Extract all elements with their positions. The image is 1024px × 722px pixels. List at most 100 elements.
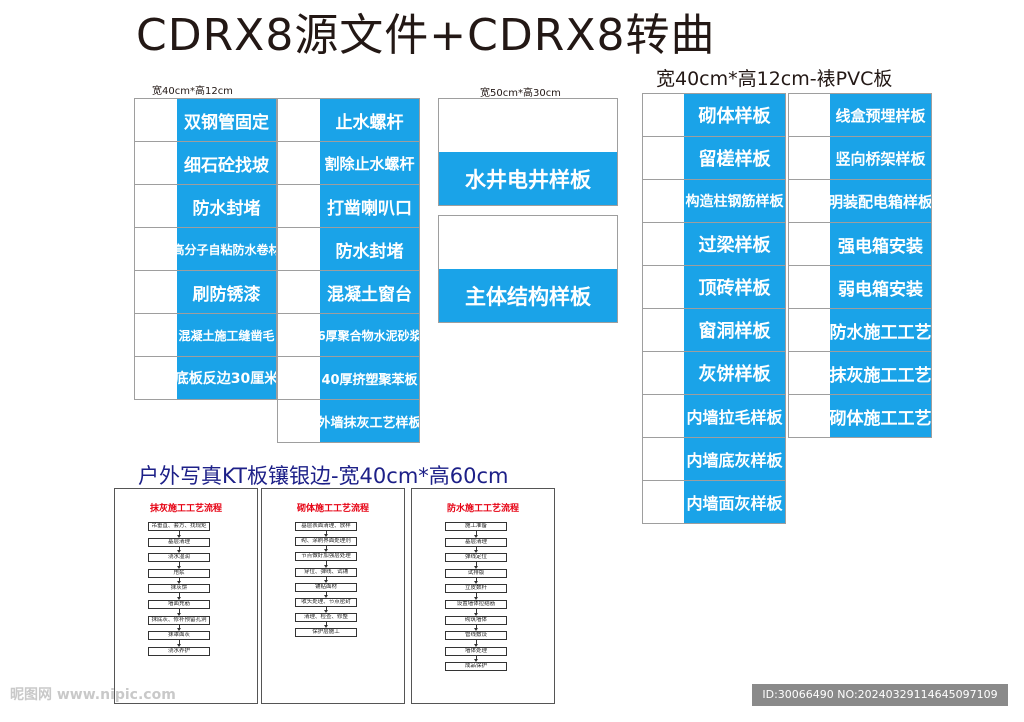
flow-arrow-icon (177, 581, 181, 585)
sign-label: 高分子自粘防水卷材 (177, 228, 276, 270)
sign-label: 砌体样板 (684, 94, 785, 136)
flow-arrow-icon (324, 579, 328, 583)
sign-cell: 外墙抹灰工艺样板 (277, 399, 420, 443)
sign-label: 强电箱安装 (830, 223, 931, 265)
sign-cell: 刷防锈漆 (134, 270, 277, 314)
sign-label: 抹灰施工工艺 (830, 352, 931, 394)
flow-connector (179, 609, 180, 613)
sign-label: 外墙抹灰工艺样板 (320, 400, 419, 442)
sign-label: 割除止水螺杆 (320, 142, 419, 184)
sign-cell: 顶砖样板 (642, 265, 786, 309)
sign-label: 过梁样板 (684, 223, 785, 265)
flow-connector (326, 546, 327, 550)
flow-arrow-icon (324, 595, 328, 598)
flow-arrow-icon (474, 643, 478, 647)
flow-arrow-icon (177, 612, 181, 616)
flow-connector (326, 607, 327, 611)
sign-cell: 弱电箱安装 (788, 265, 932, 309)
flow-arrow-icon (177, 565, 181, 569)
sign-label: 内墙面灰样板 (684, 481, 785, 523)
sign-label: 内墙拉毛样板 (684, 395, 785, 437)
sign-label: 砌体施工工艺 (830, 395, 931, 437)
flow-arrow-icon (324, 534, 328, 538)
flow-step: 甩浆 (148, 568, 210, 578)
sign-label: 混凝土施工缝凿毛 (177, 314, 276, 356)
flow-arrow-icon (177, 550, 181, 554)
flow-connector (179, 531, 180, 535)
flow-board: 抹灰施工工艺流程吊垂直、套方、找规矩基层清理浇水湿润甩浆抹灰饼墙面充筋抹底灰、修… (114, 488, 258, 704)
flow-step: 清理、检查、修整 (295, 613, 357, 623)
sign-cell: 40厚挤塑聚苯板 (277, 356, 420, 400)
sign-cell: 底板反边30厘米 (134, 356, 277, 400)
sign-cell: 砌体样板 (642, 93, 786, 137)
flow-connector (179, 593, 180, 597)
sign-label: 细石砼找坡 (177, 142, 276, 184)
sign-cell: 留槎样板 (642, 136, 786, 180)
sign-label: 防水封堵 (177, 185, 276, 227)
large-board: 水井电井样板 (438, 98, 618, 206)
sign-label: 双钢管固定 (177, 99, 276, 141)
flow-connector (179, 577, 180, 582)
sign-cell: 内墙拉毛样板 (642, 394, 786, 438)
sign-label: 线盒预埋样板 (830, 94, 931, 136)
flow-step: 墙体处理 (445, 646, 507, 656)
flow-step: 穿位、弹线、试铺 (295, 567, 357, 577)
sign-cell: 混凝土窗台 (277, 270, 420, 314)
sign-cell: 防水封堵 (277, 227, 420, 271)
flow-board: 砌体施工工艺流程基层表面清理、放样砌、涂刷界面处理剂节点做好加强层处理穿位、弹线… (261, 488, 405, 704)
sign-cell: 防水封堵 (134, 184, 277, 228)
flow-step: 基层清理 (148, 537, 210, 547)
sign-cell: 构造柱钢筋样板 (642, 179, 786, 223)
flow-connector (476, 593, 477, 597)
group1-dimension: 宽40cm*高12cm (152, 86, 233, 97)
flow-connector (476, 624, 477, 629)
flow-arrow-icon (324, 610, 328, 614)
sign-label: 明装配电箱样板 (830, 180, 931, 222)
sign-cell: 竖向桥架样板 (788, 136, 932, 180)
flow-arrow-icon (324, 564, 328, 568)
flow-connector (326, 591, 327, 595)
sign-label: 防水封堵 (320, 228, 419, 270)
flow-step: 砌、涂刷界面处理剂 (295, 537, 357, 547)
sign-cell: 内墙底灰样板 (642, 437, 786, 481)
flow-arrow-icon (177, 628, 181, 632)
sign-label: 灰饼样板 (684, 352, 785, 394)
flow-arrow-icon (474, 659, 478, 663)
sign-label: 留槎样板 (684, 137, 785, 179)
flow-step: 管线敷设 (445, 631, 507, 641)
sign-cell: 双钢管固定 (134, 98, 277, 142)
flow-step: 基层表面清理、放样 (295, 522, 357, 531)
image-id-bar: ID:30066490 NO:20240329114645097109 (752, 684, 1008, 706)
large-board-label: 主体结构样板 (439, 269, 617, 322)
sign-label: 内墙底灰样板 (684, 438, 785, 480)
sign-cell: 细石砼找坡 (134, 141, 277, 185)
sign-cell: 防水施工工艺 (788, 308, 932, 352)
flow-arrow-icon (177, 643, 181, 647)
sign-label: 止水螺杆 (320, 99, 419, 141)
flow-connector (179, 640, 180, 644)
sign-label: 40厚挤塑聚苯板 (320, 357, 419, 399)
flow-arrow-icon (177, 534, 181, 538)
flow-connector (326, 622, 327, 626)
flow-step: 浇水养护 (148, 646, 210, 656)
flow-step: 试排版 (445, 568, 507, 578)
sign-label: 底板反边30厘米 (177, 357, 276, 399)
flow-arrow-icon (474, 581, 478, 585)
flow-board-title: 抹灰施工工艺流程 (149, 504, 222, 514)
sign-label: 顶砖样板 (684, 266, 785, 308)
flow-step: 立皮数杆 (445, 584, 507, 594)
flow-step: 砌筑墙体 (445, 615, 507, 625)
sign-cell: 强电箱安装 (788, 222, 932, 266)
flow-arrow-icon (474, 550, 478, 554)
flow-step: 吊垂直、套方、找规矩 (148, 522, 210, 531)
sign-cell: 过梁样板 (642, 222, 786, 266)
flow-connector (476, 577, 477, 582)
flow-arrow-icon (474, 565, 478, 569)
page-title: CDRX8源文件+CDRX8转曲 (136, 10, 716, 61)
group3-dimension: 宽40cm*高12cm-裱PVC板 (656, 68, 893, 90)
flow-step: 节点做好加强层处理 (295, 552, 357, 562)
flow-connector (476, 562, 477, 566)
flow-board-title: 防水施工工艺流程 (446, 504, 519, 514)
sign-cell: 明装配电箱样板 (788, 179, 932, 223)
large-board-label: 水井电井样板 (439, 152, 617, 205)
